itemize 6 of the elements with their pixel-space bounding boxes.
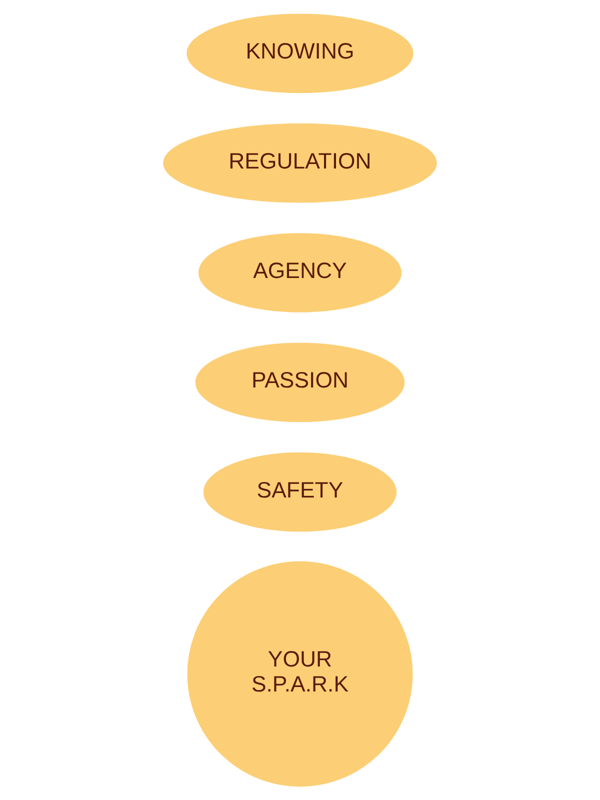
- node-ellipse: REGULATION: [163, 123, 437, 203]
- node-ellipse: KNOWING: [186, 14, 414, 94]
- node-ellipse: AGENCY: [198, 233, 402, 312]
- node-ellipse: PASSION: [195, 342, 405, 422]
- node-ellipse: SAFETY: [203, 452, 397, 532]
- node-circle: YOUR S.P.A.R.K: [187, 561, 413, 787]
